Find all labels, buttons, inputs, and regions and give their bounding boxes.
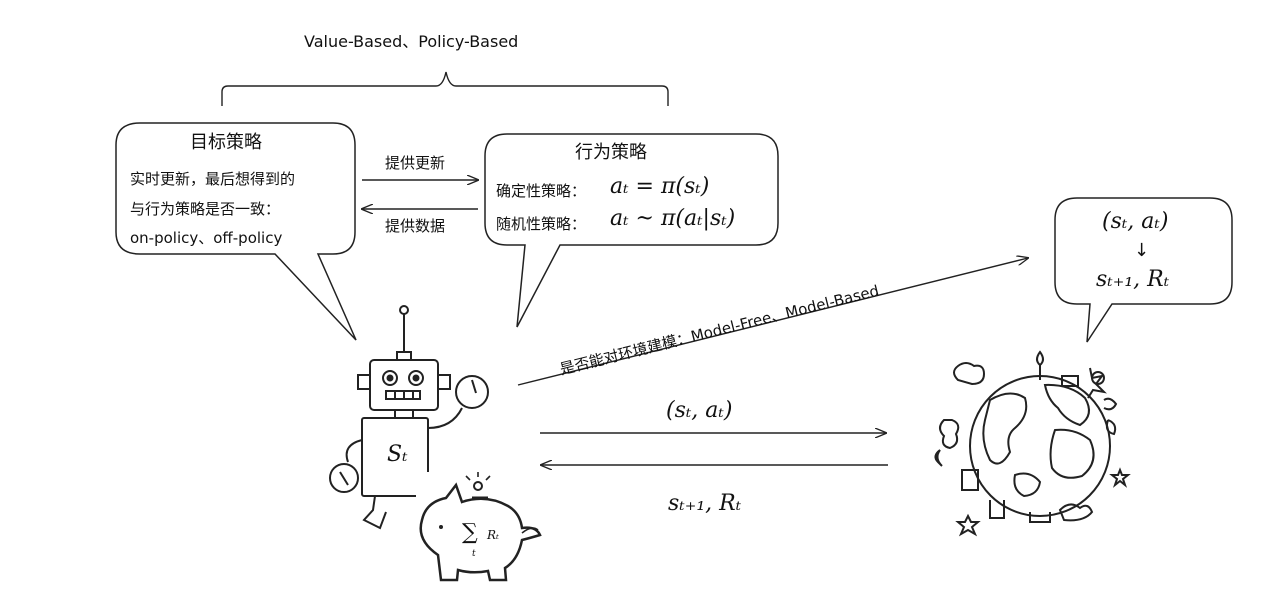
provide-update-label: 提供更新 <box>385 154 446 172</box>
deterministic-policy-label: 确定性策略： <box>496 182 587 200</box>
top-brace-label: Value-Based、Policy-Based <box>304 32 519 51</box>
reward-pair-label: sₜ₊₁, Rₜ <box>668 491 742 516</box>
piggy-bank-illustration <box>416 472 550 587</box>
env-bubble-line2: sₜ₊₁, Rₜ <box>1096 267 1170 292</box>
behavior-policy-bubble <box>484 133 779 328</box>
target-policy-bubble <box>115 122 357 341</box>
environment-bubble <box>1054 197 1233 343</box>
behavior-policy-title: 行为策略 <box>575 142 647 163</box>
down-arrow-icon: ↓ <box>1134 240 1150 261</box>
sum-symbol: ∑ <box>462 520 478 545</box>
top-brace <box>221 71 669 106</box>
provide-data-label: 提供数据 <box>385 217 446 235</box>
sum-term: Rₜ <box>487 528 499 542</box>
target-policy-line3: on-policy、off-policy <box>130 229 283 247</box>
deterministic-policy-formula: aₜ = π(sₜ) <box>610 174 710 199</box>
target-policy-title: 目标策略 <box>190 132 262 153</box>
stochastic-policy-formula: aₜ ~ π(aₜ|sₜ) <box>610 206 736 231</box>
action-pair-label: (sₜ, aₜ) <box>666 398 733 423</box>
target-policy-line2: 与行为策略是否一致： <box>130 200 281 218</box>
env-bubble-line1: (sₜ, aₜ) <box>1102 209 1169 234</box>
robot-illustration <box>329 305 489 530</box>
model-arrow <box>517 258 1028 386</box>
sum-index: t <box>472 549 476 559</box>
target-policy-line1: 实时更新，最后想得到的 <box>130 170 296 188</box>
stochastic-policy-label: 随机性策略： <box>496 215 587 233</box>
robot-state-label: Sₜ <box>387 442 408 467</box>
globe-illustration <box>934 350 1131 537</box>
